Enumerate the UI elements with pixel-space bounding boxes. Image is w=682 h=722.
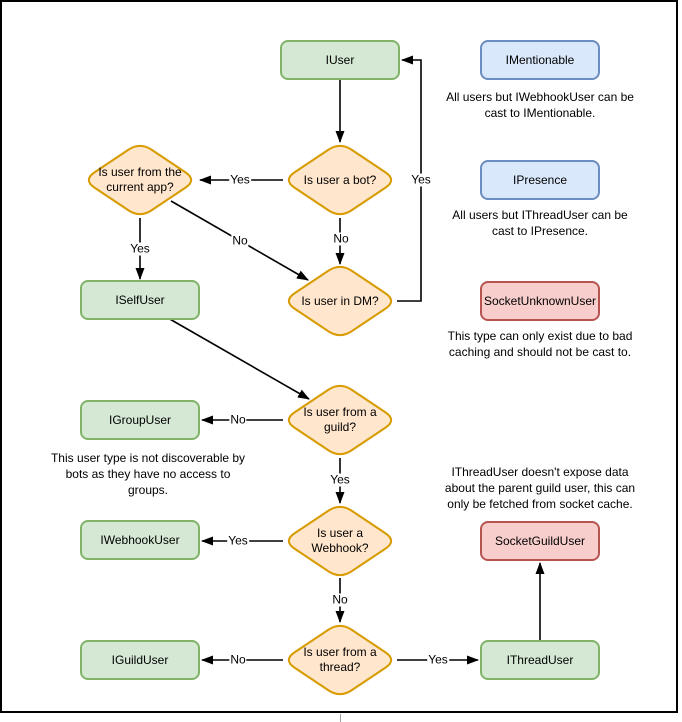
edge-iselfuser-to-fromguild <box>167 317 310 400</box>
node-iselfuser: ISelfUser <box>80 280 200 320</box>
node-igroupuser: IGroupUser <box>80 400 200 440</box>
edge-label-guild-yes: Yes <box>329 472 351 487</box>
node-imentionable: IMentionable <box>480 40 600 80</box>
note-socketunknownuser: This type can only exist due to bad cach… <box>447 329 633 359</box>
edge-label-thread-no: No <box>229 652 247 667</box>
decision-shape-from-current-app <box>87 144 193 216</box>
node-ipresence: IPresence <box>480 160 600 200</box>
node-iwebhookuser: IWebhookUser <box>80 520 200 560</box>
note-igroupuser: This user type is not discoverable by bo… <box>50 451 246 497</box>
edge-label-bot-yes: Yes <box>229 172 251 187</box>
decision-shape-is-bot <box>287 144 393 216</box>
edge-label-bot-no: No <box>332 231 350 246</box>
decision-shape-in-dm <box>287 265 393 337</box>
node-ithreaduser: IThreadUser <box>480 640 600 680</box>
node-iguilduser: IGuildUser <box>80 640 200 680</box>
note-imentionable: All users but IWebhookUser can be cast t… <box>446 90 634 120</box>
edge-label-dm-yes: Yes <box>410 172 432 187</box>
note-ipresence: All users but IThreadUser can be cast to… <box>452 208 628 238</box>
edge-label-thread-yes: Yes <box>427 652 449 667</box>
edge-label-app-no: No <box>231 233 249 248</box>
node-iuser: IUser <box>280 40 400 80</box>
decision-shape-is-webhook <box>287 505 393 577</box>
note-ithreaduser: IThreadUser doesn't expose data about th… <box>444 465 636 511</box>
node-socketunknownuser: SocketUnknownUser <box>480 281 600 321</box>
decision-shape-from-guild <box>287 384 393 456</box>
decision-shape-from-thread <box>287 624 393 696</box>
edge-label-webhook-no: No <box>331 592 349 607</box>
edge-label-webhook-yes: Yes <box>227 533 249 548</box>
node-socketguilduser: SocketGuildUser <box>480 521 600 561</box>
edge-label-app-yes: Yes <box>129 241 151 256</box>
edge-label-guild-no: No <box>229 412 247 427</box>
